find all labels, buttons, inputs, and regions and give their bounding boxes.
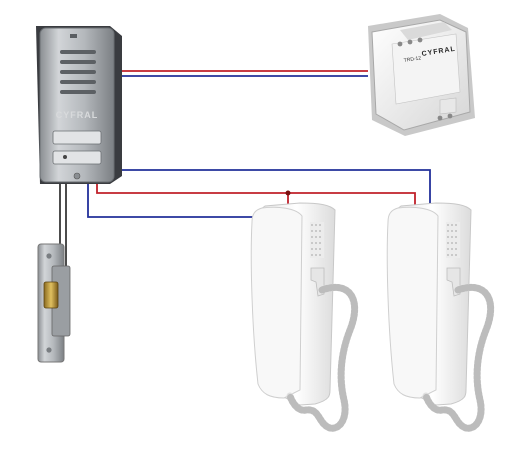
earpiece-grille (446, 222, 460, 258)
wire-blue-handset-1 (87, 178, 262, 218)
lock-screw-icon (46, 253, 52, 259)
handset-2 (386, 202, 495, 432)
panel-brand-logo: CYFRAL (56, 110, 99, 120)
wire-blue-handset (115, 169, 431, 207)
speaker-grille (60, 50, 96, 94)
panel-name-plate (52, 130, 102, 145)
panel-microphone (63, 155, 67, 159)
handset-1 (250, 202, 359, 432)
earpiece-dots (447, 224, 457, 256)
power-supply: CYFRAL TRD-12 (368, 14, 475, 136)
earpiece-dots (311, 224, 321, 256)
wire-red-bus (96, 178, 416, 207)
electric-strike-lock (37, 243, 71, 363)
wire-junction (285, 190, 291, 196)
earpiece-grille (310, 222, 324, 258)
psu-model-label: TRD-12 (403, 55, 421, 64)
door-panel: CYFRAL (36, 26, 122, 184)
wires (59, 70, 431, 268)
psu-terminals (397, 37, 453, 121)
lock-latch (43, 281, 59, 309)
panel-screw-icon (73, 172, 81, 180)
lock-screw-icon (46, 347, 52, 353)
panel-call-button (52, 150, 102, 165)
